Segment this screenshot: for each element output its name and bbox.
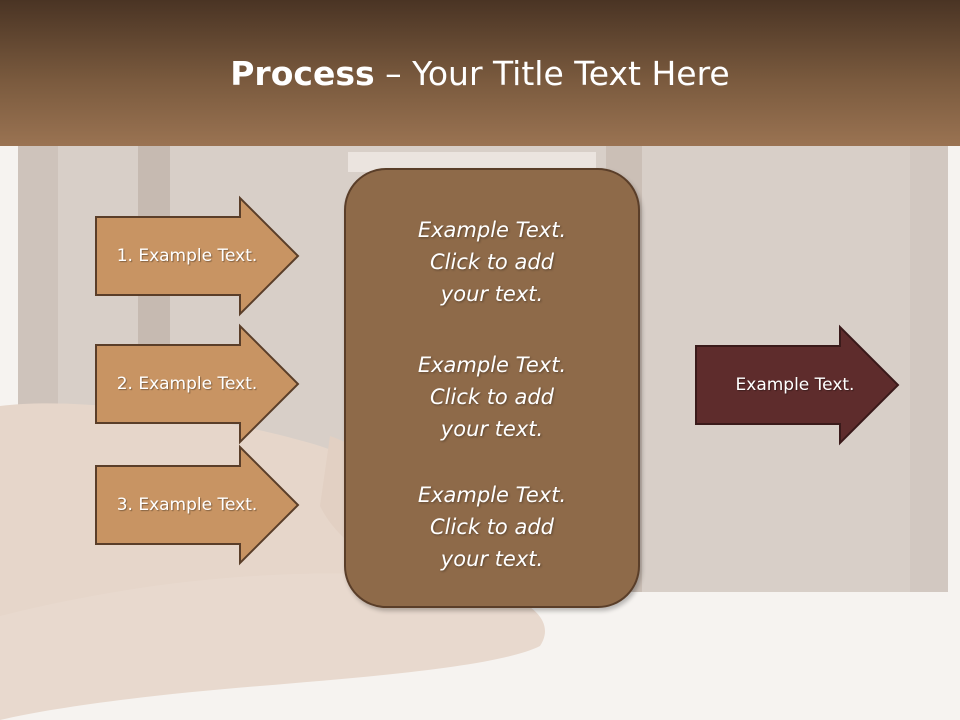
block-3-line-2: Click to add — [429, 515, 554, 539]
output-arrow[interactable]: Example Text. — [695, 324, 900, 446]
arrow-shape-3 — [95, 444, 300, 566]
block-1-line-3: your text. — [440, 282, 544, 306]
input-arrow-label-2: 2. Example Text. — [116, 374, 258, 394]
arrow-shape-1 — [95, 195, 300, 317]
block-1-line-2: Click to add — [429, 250, 554, 274]
input-arrow-label-3: 3. Example Text. — [116, 495, 258, 515]
input-arrow-1[interactable]: 1. Example Text. — [95, 195, 300, 317]
block-2-line-3: your text. — [440, 417, 544, 441]
input-arrow-2[interactable]: 2. Example Text. — [95, 323, 300, 445]
block-2-line-1: Example Text. — [417, 353, 567, 377]
process-text-block-3: Example Text. Click to add your text. — [346, 479, 638, 575]
output-arrow-shape — [695, 324, 900, 446]
arrow-shape-2 — [95, 323, 300, 445]
process-text-block-2: Example Text. Click to add your text. — [346, 349, 638, 445]
title-bar: Process – Your Title Text Here — [0, 0, 960, 146]
title-bold-part: Process — [230, 54, 375, 93]
title-rest-part: – Your Title Text Here — [374, 54, 730, 93]
output-arrow-label: Example Text. — [735, 375, 855, 395]
input-arrow-3[interactable]: 3. Example Text. — [95, 444, 300, 566]
process-text-block-1: Example Text. Click to add your text. — [346, 214, 638, 310]
slide-title[interactable]: Process – Your Title Text Here — [0, 52, 960, 96]
block-3-line-1: Example Text. — [417, 483, 567, 507]
block-2-line-2: Click to add — [429, 385, 554, 409]
process-box[interactable]: Example Text. Click to add your text. Ex… — [344, 168, 640, 608]
block-1-line-1: Example Text. — [417, 218, 567, 242]
block-3-line-3: your text. — [440, 547, 544, 571]
input-arrow-label-1: 1. Example Text. — [116, 246, 258, 266]
